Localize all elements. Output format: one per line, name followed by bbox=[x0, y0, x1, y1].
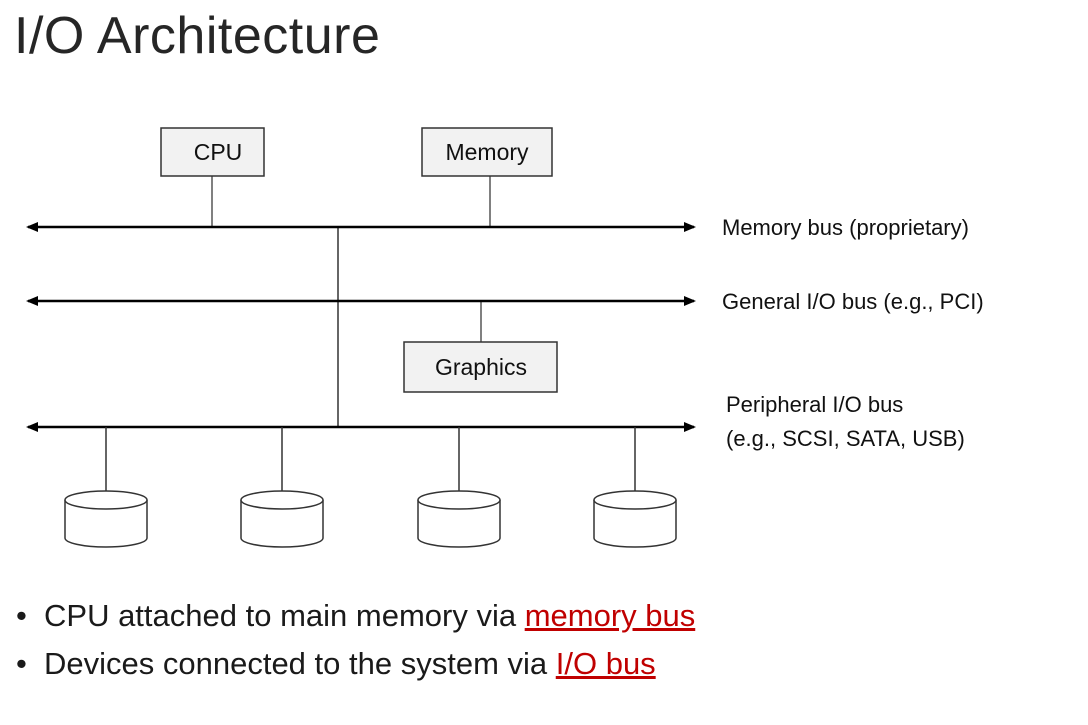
cpu-label: CPU bbox=[194, 139, 243, 165]
disk-3-icon bbox=[417, 500, 501, 548]
disk-3 bbox=[417, 427, 501, 548]
disk-1-icon bbox=[64, 500, 148, 548]
cpu-box: CPU bbox=[160, 127, 265, 177]
disk-2 bbox=[240, 427, 324, 548]
io-bus-link[interactable]: I/O bus bbox=[555, 646, 656, 681]
memory-bus-label: Memory bus (proprietary) bbox=[722, 215, 969, 240]
peripheral-io-bus-label-line1: Peripheral I/O bus bbox=[726, 392, 903, 417]
bullet-item-io-bus: • Devices connected to the system via I/O… bbox=[16, 640, 695, 688]
slide-title: I/O Architecture bbox=[14, 7, 381, 65]
bullet-text: Devices connected to the system via bbox=[44, 646, 556, 681]
io-architecture-diagram: CPU Memory Graphics Memory bus (propriet… bbox=[26, 127, 984, 548]
bullet-marker: • bbox=[16, 646, 27, 681]
disk-1 bbox=[64, 427, 148, 548]
memory-bus-link[interactable]: memory bus bbox=[524, 598, 696, 633]
peripheral-io-bus-label-line2: (e.g., SCSI, SATA, USB) bbox=[726, 426, 965, 451]
disk-2-icon bbox=[240, 500, 324, 548]
graphics-label: Graphics bbox=[435, 354, 527, 380]
memory-label: Memory bbox=[445, 139, 529, 165]
bullet-marker: • bbox=[16, 598, 27, 633]
memory-box: Memory bbox=[421, 127, 553, 177]
disk-4-icon bbox=[593, 500, 677, 548]
general-io-bus-label: General I/O bus (e.g., PCI) bbox=[722, 289, 984, 314]
bullet-list: • CPU attached to main memory via memory … bbox=[16, 592, 695, 688]
bullet-text: CPU attached to main memory via bbox=[44, 598, 525, 633]
graphics-box: Graphics bbox=[403, 341, 558, 393]
disk-4 bbox=[593, 427, 677, 548]
bullet-item-memory-bus: • CPU attached to main memory via memory … bbox=[16, 592, 695, 640]
